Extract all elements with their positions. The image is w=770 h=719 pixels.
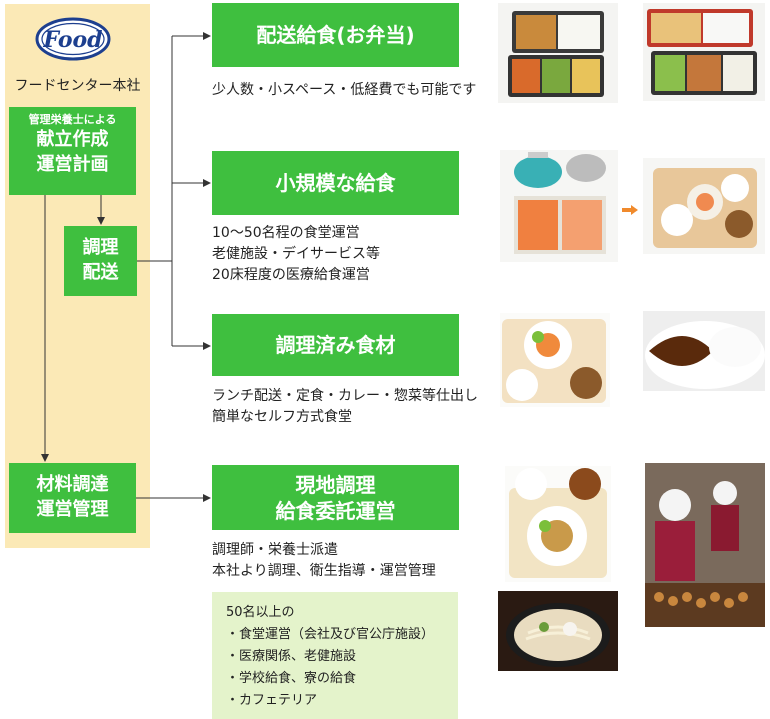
service-bento-title: 配送給食(お弁当) xyxy=(256,23,415,47)
small-catering-photo-2 xyxy=(643,158,765,254)
desc-line: 老健施設・デイサービス等 xyxy=(212,246,380,262)
precooked-photo-2 xyxy=(643,311,765,391)
service-precooked-title: 調理済み食材 xyxy=(275,333,396,357)
desc-line: 調理師・栄養士派遣 xyxy=(212,542,338,558)
service-bento-desc: 少人数・小スペース・低経費でも可能です xyxy=(212,80,476,101)
bento-photo-1 xyxy=(498,3,618,103)
desc-line: 20床程度の医療給食運営 xyxy=(212,267,370,283)
service-small-title: 小規模な給食 xyxy=(275,171,396,195)
service-onsite-box: 現地調理 給食委託運営 xyxy=(212,465,459,530)
service-onsite-title1: 現地調理 xyxy=(295,472,376,497)
large-scale-note: 50名以上の ・食堂運営（会社及び官公庁施設） ・医療関係、老健施設 ・学校給食… xyxy=(212,592,458,719)
ramen-photo xyxy=(498,591,618,671)
food-logo: Food xyxy=(35,17,111,61)
desc-line: 簡単なセルフ方式食堂 xyxy=(212,409,352,425)
service-onsite-desc: 調理師・栄養士派遣 本社より調理、衛生指導・運営管理 xyxy=(212,540,436,582)
service-bento-box: 配送給食(お弁当) xyxy=(212,3,459,67)
cook-delivery-box: 調理 配送 xyxy=(64,226,137,296)
menu-box-line2: 運営計画 xyxy=(36,154,109,175)
logo-text: Food xyxy=(42,27,102,53)
service-small-desc: 10〜50名程の食堂運営 老健施設・デイサービス等 20床程度の医療給食運営 xyxy=(212,223,380,286)
onsite-photo-1 xyxy=(505,466,611,582)
service-precooked-desc: ランチ配送・定食・カレー・惣菜等仕出し 簡単なセルフ方式食堂 xyxy=(212,386,478,428)
menu-box-subtitle: 管理栄養士による xyxy=(28,113,117,126)
orange-arrow-icon xyxy=(622,205,638,215)
menu-planning-box: 管理栄養士による 献立作成 運営計画 xyxy=(9,107,136,195)
desc-line: 本社より調理、衛生指導・運営管理 xyxy=(212,563,436,579)
service-precooked-box: 調理済み食材 xyxy=(212,314,459,376)
bento-photo-2 xyxy=(643,3,765,101)
desc-line: ランチ配送・定食・カレー・惣菜等仕出し xyxy=(212,388,478,404)
procure-box-line1: 材料調達 xyxy=(36,474,109,495)
cook-box-line2: 配送 xyxy=(82,262,119,283)
menu-box-line1: 献立作成 xyxy=(36,129,109,150)
service-small-box: 小規模な給食 xyxy=(212,151,459,215)
desc-line: 10〜50名程の食堂運営 xyxy=(212,225,360,241)
company-name: フードセンター本社 xyxy=(14,78,141,94)
small-catering-photo-1 xyxy=(500,150,618,262)
cook-box-line1: 調理 xyxy=(82,237,119,258)
desc-line: 少人数・小スペース・低経費でも可能です xyxy=(212,82,477,98)
precooked-photo-1 xyxy=(500,313,610,407)
note-line: ・学校給食、寮の給食 xyxy=(226,671,357,686)
note-line: 50名以上の xyxy=(226,605,295,620)
procurement-box: 材料調達 運営管理 xyxy=(9,463,136,533)
service-onsite-title2: 給食委託運営 xyxy=(275,498,396,523)
onsite-photo-2 xyxy=(645,463,765,627)
note-line: ・食堂運営（会社及び官公庁施設） xyxy=(226,627,435,642)
procure-box-line2: 運営管理 xyxy=(36,499,109,520)
note-line: ・医療関係、老健施設 xyxy=(226,649,357,664)
note-line: ・カフェテリア xyxy=(226,693,318,708)
